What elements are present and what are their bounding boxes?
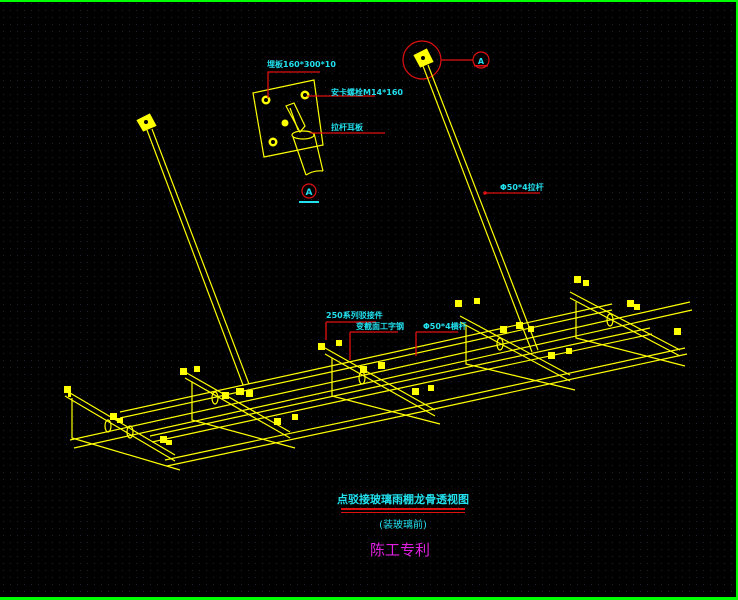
- author-note: 陈工专利: [370, 541, 430, 559]
- label-spider-fitting: 250系列驳接件: [326, 310, 383, 320]
- drawing-title: 点驳接玻璃雨棚龙骨透视图: [337, 492, 469, 506]
- frame-border-right: [736, 0, 738, 600]
- anchor-bolt-icon: [260, 94, 272, 106]
- spider-fitting-icon: [455, 298, 480, 307]
- title-underline: [341, 508, 465, 510]
- spider-fitting-icon: [360, 362, 385, 373]
- label-tie-rod: Φ50*4拉杆: [500, 182, 544, 192]
- label-cross-bar: Φ50*4横杆: [423, 321, 467, 331]
- spider-fitting-icon: [574, 276, 589, 286]
- label-anchor-bolt: 安卡螺栓M14*160: [331, 87, 403, 97]
- callout-marker-a: A: [472, 51, 490, 69]
- spider-fitting-icon: [627, 300, 640, 310]
- embed-plate: [252, 79, 324, 158]
- spider-fitting-icon: [274, 414, 298, 425]
- rod-lug-plate: [285, 102, 306, 134]
- spider-fitting-icon: [318, 340, 342, 350]
- drawing-subtitle: (装玻璃前): [379, 518, 427, 531]
- spider-fitting-icon: [412, 385, 434, 395]
- anchor-bolt-icon: [280, 118, 290, 128]
- leader-embed-plate: [267, 71, 320, 98]
- spider-fittings: [64, 276, 681, 445]
- tie-rod-collar: [291, 130, 315, 140]
- detail-marker-a: A: [299, 183, 319, 203]
- anchor-bolt-icon: [299, 89, 311, 101]
- spider-fitting-icon: [180, 366, 200, 375]
- spider-fitting-icon: [548, 348, 572, 359]
- label-embed-plate: 埋板160*300*10: [267, 59, 336, 69]
- svg-text:A: A: [306, 188, 313, 198]
- label-rod-lug: 拉杆耳板: [331, 122, 364, 132]
- detail-a-embed-plate: [252, 79, 324, 176]
- spider-fitting-icon: [674, 328, 681, 335]
- label-tapered-beam: 变截面工字钢: [356, 321, 404, 331]
- tie-rod-stub: [292, 132, 324, 176]
- frame-border-bottom: [0, 597, 738, 600]
- anchor-bolt-icon: [267, 136, 279, 148]
- spider-fitting-icon: [64, 386, 71, 397]
- svg-text:A: A: [478, 57, 485, 66]
- spider-fitting-icon: [500, 322, 534, 333]
- frame-border-top: [0, 0, 738, 2]
- spider-fitting-icon: [222, 388, 253, 399]
- wall-plate-left: [135, 112, 158, 133]
- wall-plate-right: [412, 47, 435, 69]
- spider-fitting-icon: [160, 436, 172, 445]
- tie-rod-right: [422, 64, 539, 353]
- tie-rod-left: [146, 128, 250, 386]
- spider-fitting-icon: [110, 413, 123, 423]
